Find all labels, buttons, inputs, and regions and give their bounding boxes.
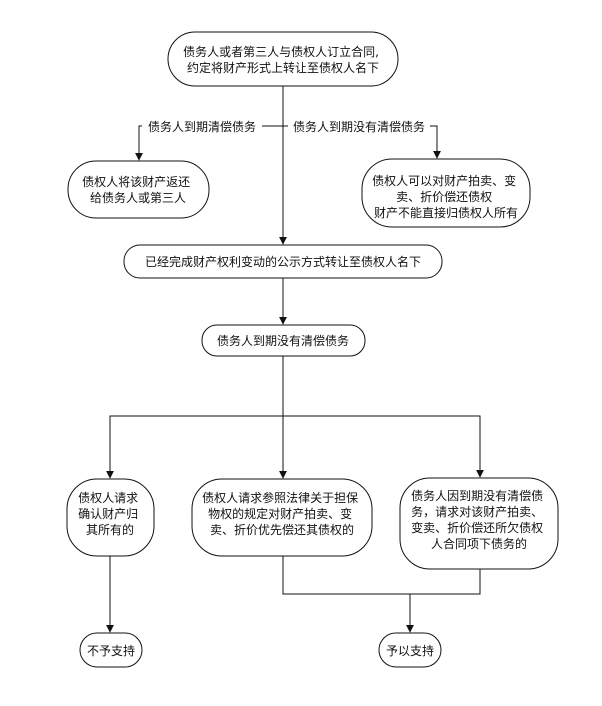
node-refer-line-2: 物权的规定对财产拍卖、变 xyxy=(208,506,352,521)
edge-unpaid-to-debtor-request xyxy=(283,415,484,478)
node-unpaid-box xyxy=(201,324,366,357)
node-not-support-box xyxy=(79,632,143,668)
node-refer: 债权人请求参照法律关于担保 物权的规定对财产拍卖、变 卖、折价优先偿还其债权的 xyxy=(202,490,362,537)
node-unpaid-line-1: 债务人到期没有清偿债务 xyxy=(217,333,349,348)
edge-unpaid-to-confirm xyxy=(106,415,283,479)
node-confirm-box xyxy=(66,478,155,557)
node-confirm: 债权人请求 确认财产归 其所有的 xyxy=(78,491,142,537)
node-return-line-2: 给债务人或第三人 xyxy=(90,190,186,205)
node-root-line-2: 约定将财产形式上转让至债权人名下 xyxy=(187,60,379,75)
node-return-line-1: 债权人将该财产返还 xyxy=(82,175,190,189)
node-unpaid: 债务人到期没有清偿债务 xyxy=(217,333,349,348)
node-auction-line-1: 债权人可以对财产拍卖、变 xyxy=(372,173,516,188)
node-auction-line-3: 财产不能直接归债权人所有 xyxy=(374,205,518,220)
node-debtor-request-line-1: 债务人因到期没有清偿债 xyxy=(411,488,543,503)
edge-label-not-paid: 债务人到期没有清偿债务 xyxy=(293,119,425,134)
node-debtor-request-line-3: 变卖、折价偿还所欠债权 xyxy=(411,520,543,535)
edge-label-paid: 债务人到期清偿债务 xyxy=(148,119,256,134)
node-not-support-line-1: 不予支持 xyxy=(87,643,135,658)
node-refer-line-1: 债权人请求参照法律关于担保 xyxy=(202,490,358,505)
node-support-line-1: 予以支持 xyxy=(386,643,434,658)
node-publicity-line-1: 已经完成财产权利变动的公示方式转让至债权人名下 xyxy=(145,254,421,269)
node-support-box xyxy=(378,632,442,668)
node-publicity: 已经完成财产权利变动的公示方式转让至债权人名下 xyxy=(145,254,421,269)
node-confirm-line-1: 债权人请求 xyxy=(78,491,138,505)
edge-debtor-request-to-support xyxy=(410,569,481,595)
node-debtor-request-line-4: 人合同项下债务的 xyxy=(431,536,527,551)
node-auction: 债权人可以对财产拍卖、变 卖、折价偿还债权 财产不能直接归债权人所有 xyxy=(372,173,520,220)
node-root-box xyxy=(167,31,399,87)
node-auction-box xyxy=(361,158,531,228)
node-confirm-line-3: 其所有的 xyxy=(86,522,134,537)
node-confirm-line-2: 确认财产归 xyxy=(78,507,138,521)
node-not-support: 不予支持 xyxy=(87,643,135,658)
node-publicity-box xyxy=(123,244,443,279)
node-return: 债权人将该财产返还 给债务人或第三人 xyxy=(82,175,194,205)
node-root-line-1: 债务人或者第三人与债权人订立合同, xyxy=(183,44,379,59)
node-auction-line-2: 卖、折价偿还债权 xyxy=(396,189,492,204)
node-debtor-request: 债务人因到期没有清偿债 务，请求对该财产拍卖、 变卖、折价偿还所欠债权 人合同项… xyxy=(411,488,547,551)
node-refer-box xyxy=(191,478,373,557)
node-debtor-request-box xyxy=(399,477,559,570)
node-debtor-request-line-2: 务，请求对该财产拍卖、 xyxy=(411,504,543,519)
node-return-box xyxy=(67,160,210,219)
node-refer-line-3: 卖、折价优先偿还其债权的 xyxy=(210,522,354,537)
node-support: 予以支持 xyxy=(386,643,434,658)
edge-refer-to-support xyxy=(282,556,414,633)
node-root: 债务人或者第三人与债权人订立合同, 约定将财产形式上转让至债权人名下 xyxy=(183,44,383,75)
